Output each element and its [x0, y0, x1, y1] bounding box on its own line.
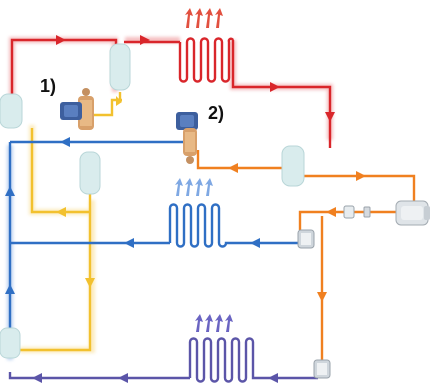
flow-arrow-icon [270, 82, 280, 92]
heat-arrows-icon [185, 8, 223, 28]
flow-arrow-icon [268, 373, 278, 383]
flow-arrow-icon [326, 207, 336, 217]
low-temp-arrows-icon [195, 314, 233, 332]
flow-arrow-icon [140, 35, 150, 45]
fitting-icon [297, 229, 315, 249]
receiver-vessel-icon [0, 327, 21, 359]
suction-line [8, 140, 300, 330]
flow-arrow-icon [317, 292, 327, 302]
low-temp-evaporator-coil [188, 337, 262, 383]
flow-arrow-icon [325, 112, 335, 122]
cold-arrows-icon [175, 178, 213, 196]
flow-arrow-icon [356, 171, 366, 181]
hot-gas-line [10, 38, 332, 148]
flow-arrow-icon [60, 137, 70, 147]
fittings [297, 205, 371, 379]
receiver-vessel-icon [109, 43, 131, 91]
valve-1-label: 1) [40, 76, 57, 96]
expansion-valve-2-icon [176, 112, 198, 164]
flow-arrow-icon [32, 373, 42, 383]
fitting-icon [313, 359, 331, 379]
valve-2-label: 2) [208, 103, 225, 123]
vessels [0, 43, 305, 359]
flow-arrow-icon [250, 238, 260, 248]
flow-arrow-icon [56, 207, 66, 217]
flow-arrow-icon [5, 186, 15, 196]
receiver-vessel-icon [79, 151, 101, 195]
receiver-vessel-icon [281, 145, 305, 187]
intermediate-line [20, 92, 122, 352]
flow-arrow-icon [118, 373, 128, 383]
condenser-coil [178, 37, 235, 83]
flow-arrow-icon [56, 35, 66, 45]
evaporator-coil [168, 203, 228, 248]
flow-arrow-icon [85, 278, 95, 288]
flow-arrow-icon [5, 284, 15, 294]
flow-arrow-icon [228, 163, 238, 173]
receiver-vessel-icon [0, 93, 23, 129]
liquid-line [196, 150, 416, 362]
expansion-valve-1-icon [60, 88, 94, 130]
flow-arrow-icon [124, 238, 134, 248]
flow-arrow-icon [116, 96, 122, 106]
sight-glass-icon [343, 205, 371, 219]
compressor-icon [395, 200, 430, 226]
flow-arrows [5, 35, 366, 383]
